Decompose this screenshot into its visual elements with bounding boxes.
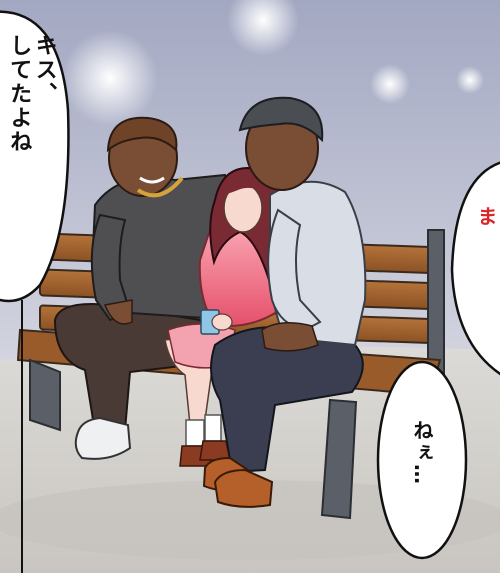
light-glow-4 [456,66,484,94]
light-glow-1 [62,30,158,126]
woman-figure [164,166,284,467]
right-man-figure [202,96,367,508]
light-glow-3 [370,64,410,104]
speech-bubble-edge [450,161,500,376]
speech-bubble-right [376,360,468,560]
speech-left-text: キス、 してたよね [6,34,57,154]
speech-bubble-left [0,10,70,303]
light-glow-2 [227,0,299,56]
left-man-figure [53,116,231,460]
speech-edge-text: み ま [474,206,500,228]
speech-right-text: ねぇ… [410,420,434,486]
